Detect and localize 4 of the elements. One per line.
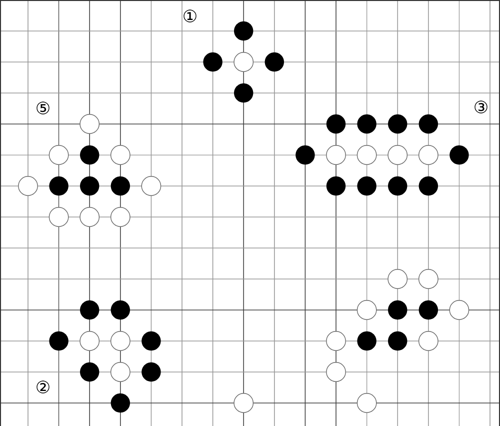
- circled-number: ⑤: [36, 102, 50, 114]
- circled-number: ②: [36, 380, 50, 394]
- circled-number: ③: [474, 100, 488, 114]
- circled-number: ①: [184, 10, 196, 22]
